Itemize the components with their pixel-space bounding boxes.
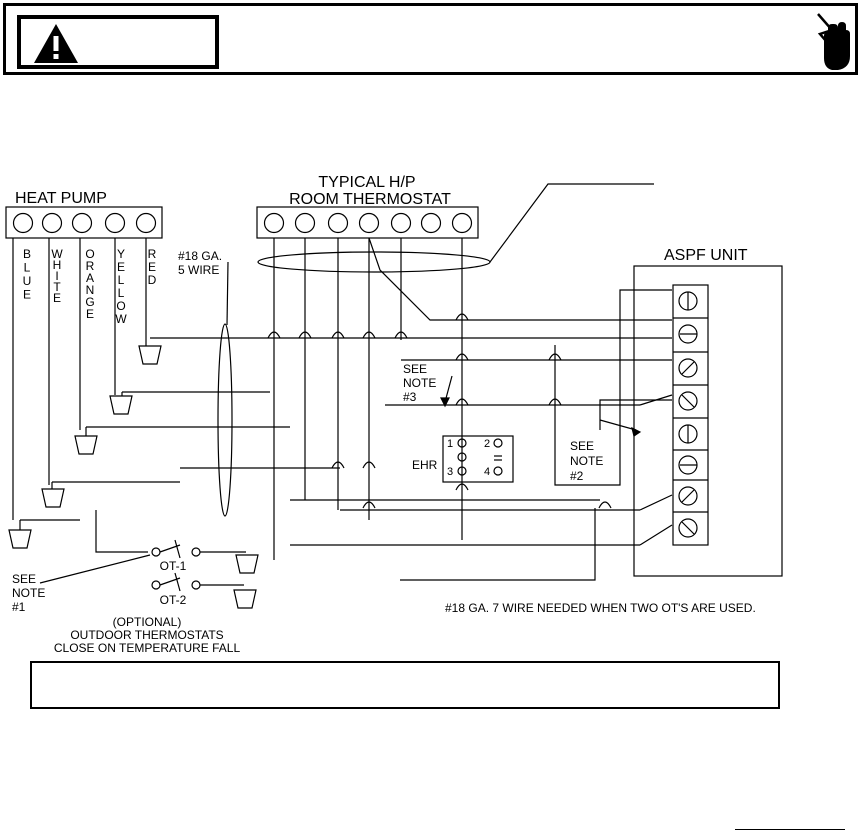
note3-line2: NOTE (403, 376, 436, 390)
ehr-terminal-1: 1 (447, 438, 453, 450)
ehr-terminal-4: 4 (484, 466, 490, 478)
electric-shock-hand-icon (817, 13, 850, 70)
hp-terminal-red (135, 212, 157, 234)
ot2-label: OT-2 (160, 593, 187, 607)
hp-terminal-yellow (104, 212, 126, 234)
warning-triangle-icon (34, 24, 78, 63)
ot1-label: OT-1 (160, 559, 187, 573)
wire-gauge-5-line1: #18 GA. (178, 249, 222, 263)
warning-banner (3, 3, 858, 75)
ot-caption-line2: OUTDOOR THERMOSTATS (70, 628, 223, 642)
note1-line3: #1 (12, 600, 26, 614)
ehr-relay-box (442, 435, 514, 483)
hp-terminal-blue (12, 212, 34, 234)
ehr-label: EHR (412, 458, 438, 472)
thermostat-terminal-strip (256, 206, 479, 239)
warning-label-box (17, 15, 219, 69)
wire-gauge-5-line2: 5 WIRE (178, 263, 219, 277)
wire-note-7: #18 GA. 7 WIRE NEEDED WHEN TWO OT'S ARE … (445, 601, 756, 615)
hp-terminal-white (41, 212, 63, 234)
heat-pump-title: HEAT PUMP (15, 190, 107, 207)
aspf-unit-box (633, 265, 783, 577)
note2-line1: SEE (570, 439, 594, 453)
aspf-unit-title: ASPF UNIT (664, 247, 748, 264)
hp-terminal-orange (71, 212, 93, 234)
thermostat-title-line1: TYPICAL H/P (318, 174, 415, 191)
note-text-box (30, 661, 780, 709)
note3-line3: #3 (403, 390, 417, 404)
ot-caption-line1: (OPTIONAL) (113, 615, 182, 629)
ehr-terminal-2: 2 (484, 438, 490, 450)
note2-line3: #2 (570, 469, 584, 483)
footer-rule (735, 829, 845, 830)
aspf-terminal-block (672, 284, 709, 546)
note3-line1: SEE (403, 362, 427, 376)
note2-line2: NOTE (570, 454, 603, 468)
ehr-terminal-3: 3 (447, 466, 453, 478)
ot-caption-line3: CLOSE ON TEMPERATURE FALL (54, 641, 241, 655)
note1-line2: NOTE (12, 586, 45, 600)
thermostat-title-line2: ROOM THERMOSTAT (289, 191, 451, 208)
note1-line1: SEE (12, 572, 36, 586)
heat-pump-terminal-strip (5, 206, 163, 239)
